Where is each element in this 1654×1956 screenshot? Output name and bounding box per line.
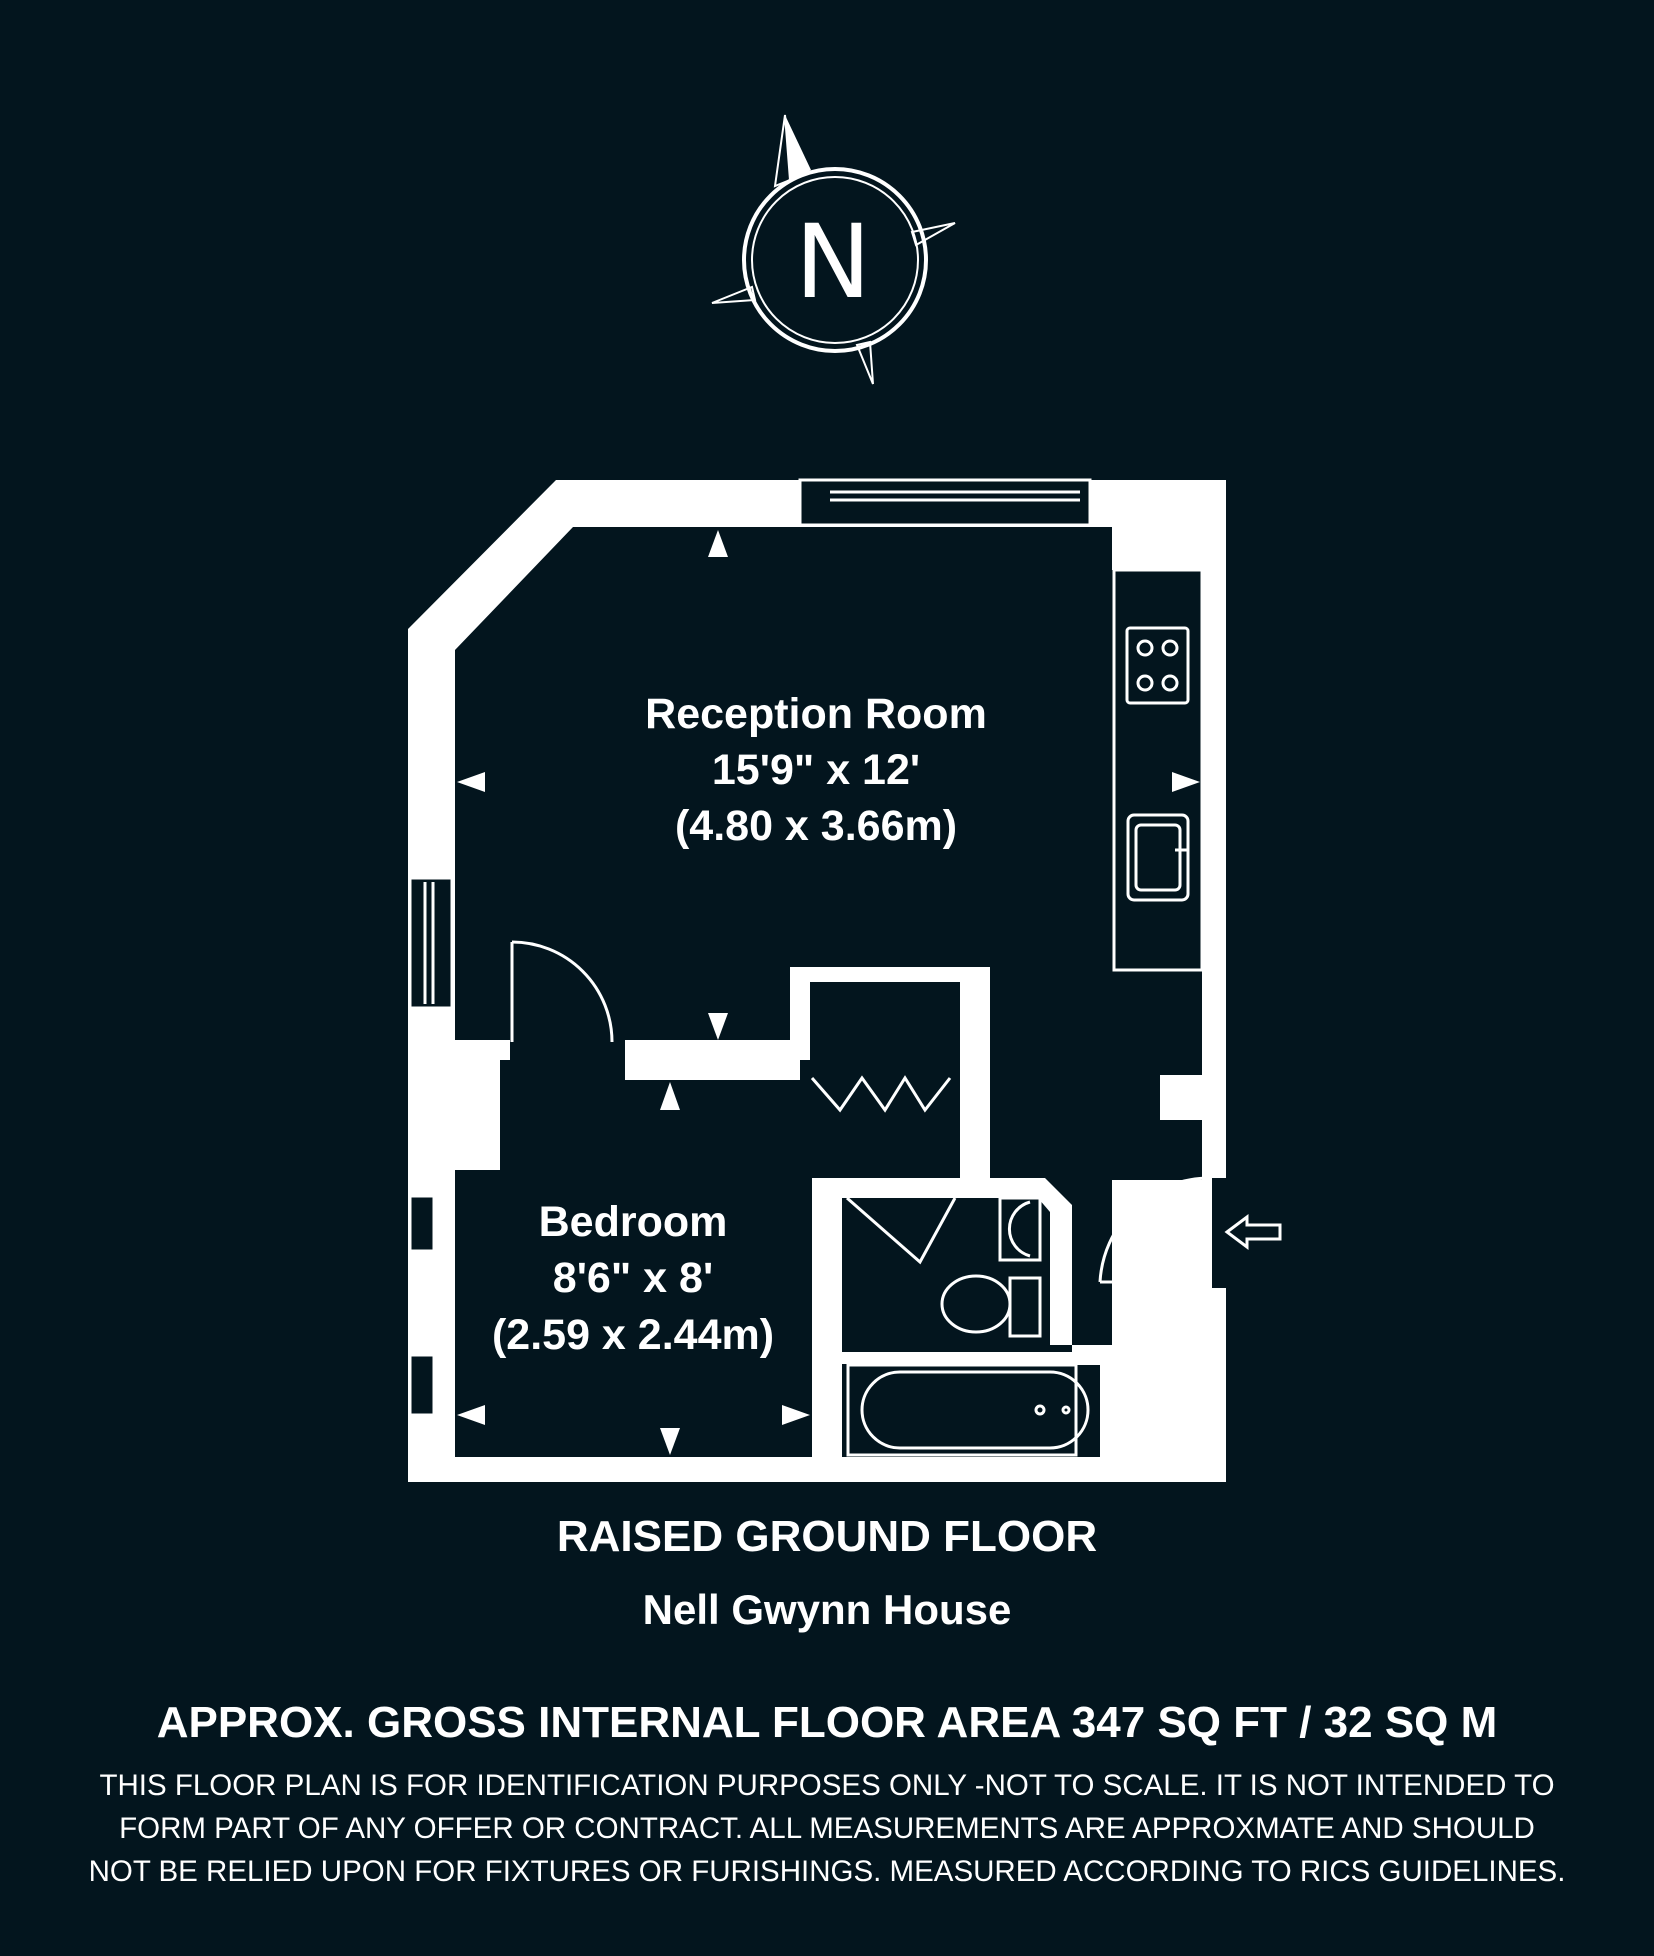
hob-icon [1125, 626, 1190, 705]
bedroom-label: Bedroom 8'6" x 8' (2.59 x 2.44m) [492, 1198, 774, 1359]
bedroom-name: Bedroom [539, 1198, 728, 1246]
kitchen-sink-icon [1126, 813, 1190, 902]
disclaimer-line-1: THIS FLOOR PLAN IS FOR IDENTIFICATION PU… [99, 1769, 1555, 1802]
toilet-icon [940, 1274, 1042, 1338]
bath-icon [846, 1363, 1090, 1457]
floor-area: APPROX. GROSS INTERNAL FLOOR AREA 347 SQ… [156, 1698, 1498, 1747]
reception-room-size-imperial: 15'9" x 12' [712, 746, 920, 794]
reception-room-size-metric: (4.80 x 3.66m) [675, 802, 957, 850]
disclaimer: THIS FLOOR PLAN IS FOR IDENTIFICATION PU… [0, 1764, 1654, 1893]
disclaimer-line-2: FORM PART OF ANY OFFER OR CONTRACT. ALL … [119, 1812, 1535, 1845]
bedroom-size-metric: (2.59 x 2.44m) [492, 1311, 774, 1359]
dimension-arrows [457, 530, 1200, 1455]
outer-walls [408, 478, 1230, 1482]
bedroom-size-imperial: 8'6" x 8' [553, 1254, 713, 1302]
doors [510, 940, 1211, 1366]
compass-letter: N [795, 203, 871, 322]
reception-room-name: Reception Room [645, 690, 987, 738]
disclaimer-line-3: NOT BE RELIED UPON FOR FIXTURES OR FURIS… [88, 1855, 1566, 1888]
north-compass-icon: N [711, 114, 956, 385]
reception-room-label: Reception Room 15'9" x 12' (4.80 x 3.66m… [645, 690, 987, 850]
floor-title: RAISED GROUND FLOOR [556, 1512, 1098, 1561]
entrance-arrow-icon [1224, 1214, 1282, 1250]
property-name: Nell Gwynn House [642, 1586, 1012, 1633]
basin-icon [998, 1196, 1042, 1262]
kitchen-counter [1112, 568, 1204, 972]
internal-walls [455, 967, 1202, 1457]
